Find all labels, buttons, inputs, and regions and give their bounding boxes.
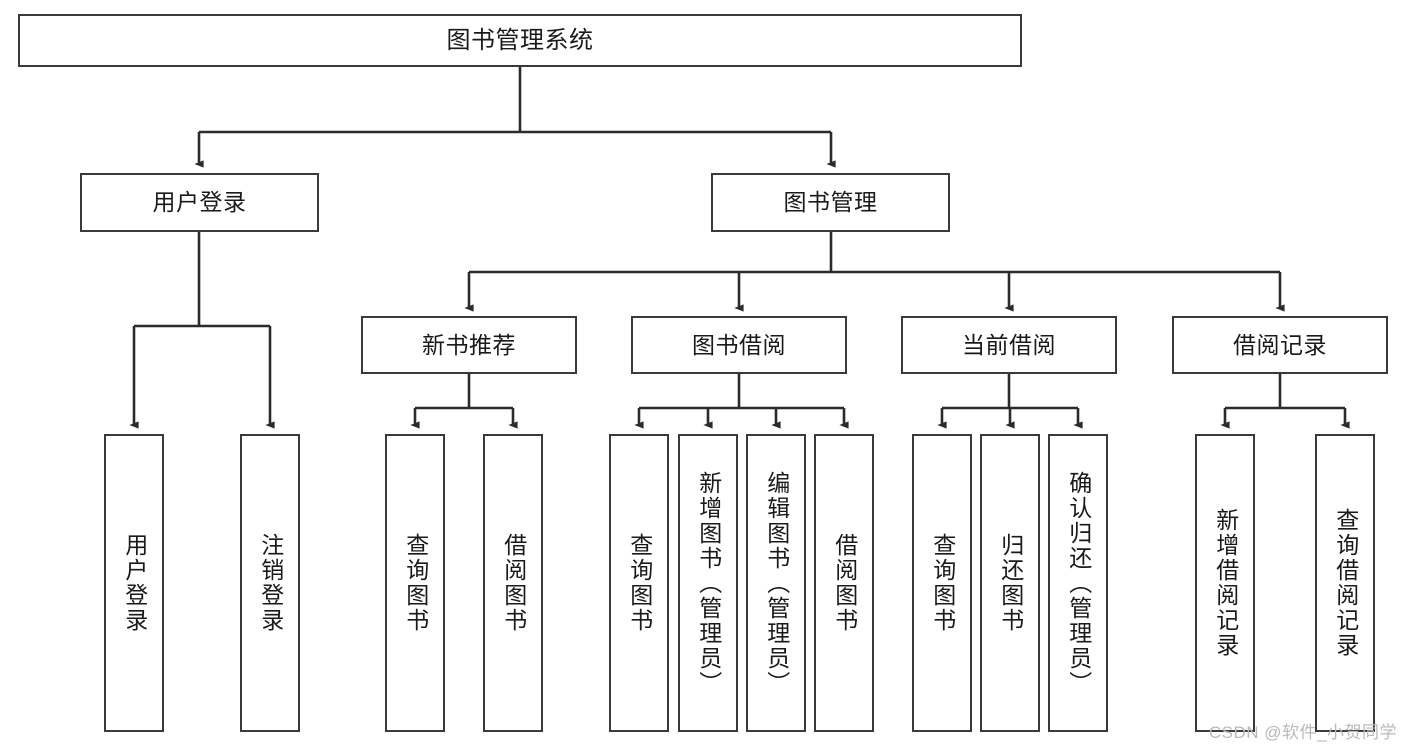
node-label: 图书借阅 bbox=[692, 331, 786, 358]
node-borrow-record[interactable]: 借阅记录 bbox=[1172, 316, 1388, 374]
leaf-add-book-admin[interactable]: 新增图书（管理员） bbox=[678, 434, 738, 732]
leaf-query-borrow-record[interactable]: 查询借阅记录 bbox=[1315, 434, 1375, 732]
node-label: 查询借阅记录 bbox=[1332, 508, 1359, 658]
leaf-query-book-recommend[interactable]: 查询图书 bbox=[385, 434, 445, 732]
leaf-return-book[interactable]: 归还图书 bbox=[980, 434, 1040, 732]
node-book-management[interactable]: 图书管理 bbox=[711, 173, 950, 232]
node-label: 图书管理 bbox=[783, 189, 878, 216]
node-label: 编辑图书（管理员） bbox=[763, 470, 790, 696]
leaf-borrow-book[interactable]: 借阅图书 bbox=[814, 434, 874, 732]
leaf-add-borrow-record[interactable]: 新增借阅记录 bbox=[1195, 434, 1255, 732]
leaf-logout[interactable]: 注销登录 bbox=[240, 434, 300, 732]
node-book-borrow[interactable]: 图书借阅 bbox=[631, 316, 847, 374]
node-label: 确认归还（管理员） bbox=[1065, 470, 1092, 696]
node-label: 注销登录 bbox=[257, 533, 284, 633]
node-root-book-management-system[interactable]: 图书管理系统 bbox=[18, 14, 1022, 67]
node-label: 查询图书 bbox=[929, 533, 956, 633]
node-user-login[interactable]: 用户登录 bbox=[80, 173, 319, 232]
node-new-book-recommend[interactable]: 新书推荐 bbox=[361, 316, 577, 374]
csdn-watermark: CSDN @软件_小贺同学 bbox=[1208, 723, 1397, 742]
node-label: 借阅图书 bbox=[831, 533, 858, 633]
leaf-borrow-book-recommend[interactable]: 借阅图书 bbox=[483, 434, 543, 732]
node-label: 新增借阅记录 bbox=[1212, 508, 1239, 658]
node-label: 借阅图书 bbox=[500, 533, 527, 633]
leaf-edit-book-admin[interactable]: 编辑图书（管理员） bbox=[746, 434, 806, 732]
node-label: 查询图书 bbox=[402, 533, 429, 633]
node-label: 查询图书 bbox=[626, 533, 653, 633]
leaf-confirm-return-admin[interactable]: 确认归还（管理员） bbox=[1048, 434, 1108, 732]
node-label: 借阅记录 bbox=[1233, 331, 1327, 358]
node-label: 图书管理系统 bbox=[446, 26, 594, 54]
leaf-query-book-borrow[interactable]: 查询图书 bbox=[609, 434, 669, 732]
leaf-query-book-current[interactable]: 查询图书 bbox=[912, 434, 972, 732]
node-label: 新增图书（管理员） bbox=[695, 470, 722, 696]
node-current-borrow[interactable]: 当前借阅 bbox=[901, 316, 1117, 374]
leaf-user-login[interactable]: 用户登录 bbox=[104, 434, 164, 732]
node-label: 新书推荐 bbox=[422, 331, 516, 358]
node-label: 用户登录 bbox=[152, 189, 247, 216]
node-label: 当前借阅 bbox=[962, 331, 1056, 358]
node-label: 归还图书 bbox=[997, 533, 1024, 633]
node-label: 用户登录 bbox=[121, 533, 148, 633]
